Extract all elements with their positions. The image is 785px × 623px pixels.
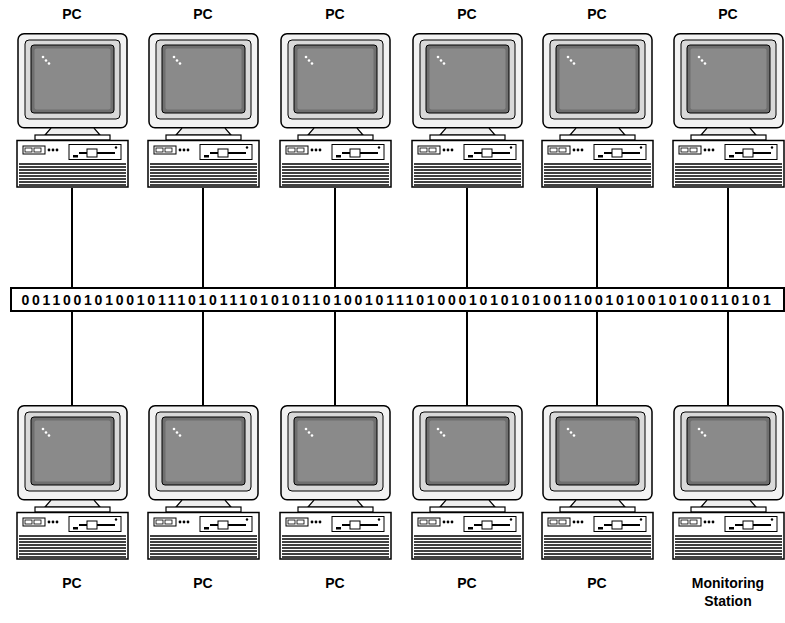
network-bus: 0011001010010111010111010101101001011101… (10, 287, 785, 312)
computer-figure (542, 34, 653, 187)
computer-figure (673, 406, 784, 559)
computer-figure (410, 33, 525, 188)
computer-node: PC (410, 5, 525, 188)
computer-node: PC (278, 5, 393, 188)
computer-figure (412, 406, 523, 559)
computer-node: PC (146, 5, 261, 188)
computer-figure (278, 405, 393, 560)
computer-node: PC (540, 5, 655, 188)
computer-figure (15, 33, 130, 188)
computer-figure (280, 34, 391, 187)
computer-figure (540, 33, 655, 188)
computer-figure (17, 406, 128, 559)
computer-label: PC (540, 5, 655, 23)
computer-figure (540, 405, 655, 560)
computer-figure (146, 33, 261, 188)
computer-node: PC (15, 405, 130, 592)
computer-figure (673, 34, 784, 187)
computer-label: PC (15, 574, 130, 592)
computer-label: PC (15, 5, 130, 23)
computer-figure (671, 33, 785, 188)
computer-label: Monitoring Station (671, 574, 785, 610)
network-cable (334, 188, 336, 287)
computer-figure (412, 34, 523, 187)
computer-node: PC (540, 405, 655, 592)
network-cable (71, 188, 73, 287)
computer-label: PC (671, 5, 785, 23)
computer-label: PC (278, 574, 393, 592)
computer-node: PC (671, 5, 785, 188)
computer-figure (542, 406, 653, 559)
computer-label: PC (146, 574, 261, 592)
network-cable (466, 188, 468, 287)
computer-node: PC (278, 405, 393, 592)
network-cable (202, 188, 204, 287)
computer-label: PC (146, 5, 261, 23)
computer-label: PC (540, 574, 655, 592)
network-cable (596, 312, 598, 405)
network-cable (727, 188, 729, 287)
network-cable (202, 312, 204, 405)
computer-figure (148, 406, 259, 559)
computer-node: PC (15, 5, 130, 188)
computer-figure (146, 405, 261, 560)
computer-figure (148, 34, 259, 187)
computer-label: PC (410, 5, 525, 23)
computer-figure (410, 405, 525, 560)
network-cable (727, 312, 729, 405)
computer-figure (15, 405, 130, 560)
computer-node: Monitoring Station (671, 405, 785, 610)
computer-label: PC (410, 574, 525, 592)
computer-figure (278, 33, 393, 188)
bit-stream: 0011001010010111010111010101101001011101… (22, 291, 774, 309)
computer-figure (17, 34, 128, 187)
computer-figure (280, 406, 391, 559)
network-cable (596, 188, 598, 287)
network-cable (334, 312, 336, 405)
computer-node: PC (146, 405, 261, 592)
computer-node: PC (410, 405, 525, 592)
computer-figure (671, 405, 785, 560)
network-cable (71, 312, 73, 405)
computer-label: PC (278, 5, 393, 23)
network-cable (466, 312, 468, 405)
